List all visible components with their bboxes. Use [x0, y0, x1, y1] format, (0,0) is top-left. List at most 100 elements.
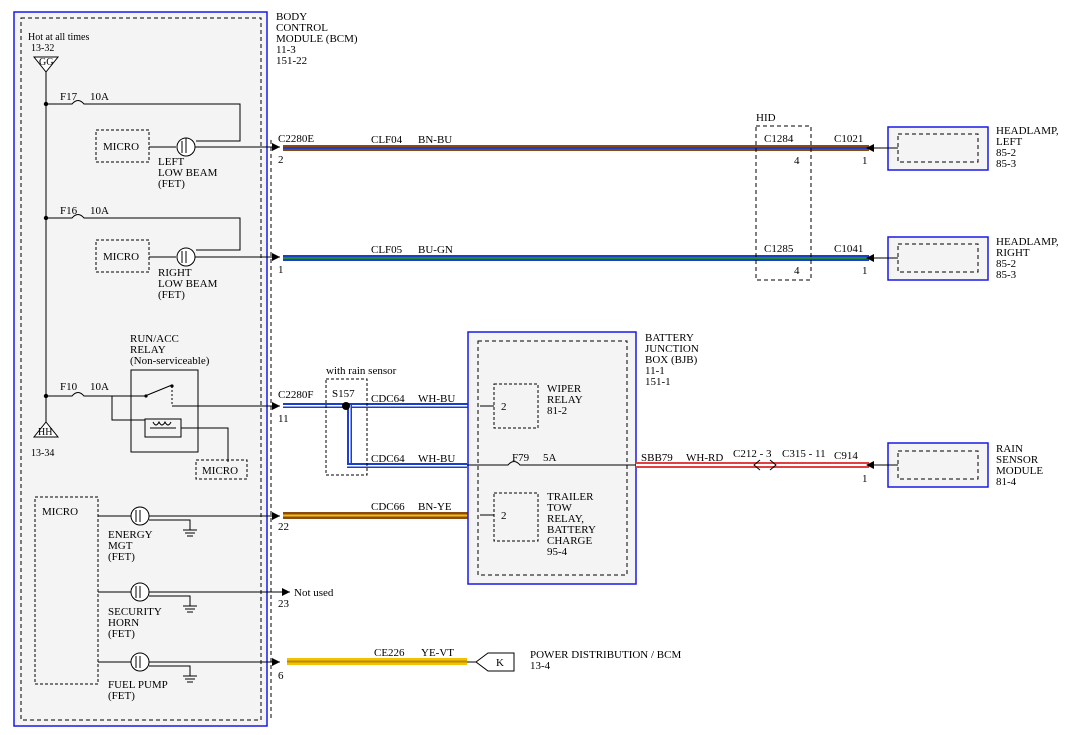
svg-text:CDC64: CDC64: [371, 453, 405, 465]
svg-text:85-3: 85-3: [996, 158, 1017, 170]
svg-text:HEADLAMP,: HEADLAMP,: [996, 236, 1059, 248]
wire-ce226: [287, 658, 467, 665]
svg-text:BN-BU: BN-BU: [418, 134, 452, 146]
svg-text:6: 6: [278, 670, 284, 682]
headlamp-right-label: HEADLAMP, RIGHT 85-2 85-3: [996, 236, 1059, 281]
wiper-relay-label: WIPER RELAY 81-2: [547, 383, 583, 417]
svg-text:F17: F17: [60, 91, 78, 103]
security-fet-icon: [130, 582, 150, 602]
svg-text:1: 1: [278, 264, 284, 276]
svg-text:151-22: 151-22: [276, 55, 307, 67]
s157-label: S157: [332, 388, 355, 400]
svg-text:SENSOR: SENSOR: [996, 454, 1039, 466]
bcm-title: BODY CONTROL MODULE (BCM) 11-3 151-22: [276, 11, 358, 67]
svg-text:(FET): (FET): [108, 551, 135, 563]
hid-label: HID: [756, 112, 776, 124]
hh-label: HH: [38, 427, 52, 438]
f10-fuse: [46, 392, 145, 421]
svg-text:CLF04: CLF04: [371, 134, 403, 146]
svg-text:YE-VT: YE-VT: [421, 647, 454, 659]
svg-text:HORN: HORN: [108, 617, 139, 629]
svg-text:K: K: [496, 657, 504, 669]
svg-text:CHARGE: CHARGE: [547, 535, 593, 547]
svg-text:LEFT: LEFT: [158, 156, 185, 168]
f17-fuse: [46, 100, 241, 142]
svg-text:10A: 10A: [90, 205, 109, 217]
svg-text:RELAY: RELAY: [547, 394, 583, 406]
s157-splice-box: [325, 378, 368, 476]
svg-text:151-1: 151-1: [645, 376, 671, 388]
svg-text:2: 2: [278, 154, 284, 166]
svg-text:C1285: C1285: [764, 243, 794, 255]
wire-sbb79: [636, 462, 869, 468]
svg-text:BN-YE: BN-YE: [418, 501, 452, 513]
svg-text:JUNCTION: JUNCTION: [645, 343, 699, 355]
svg-text:1: 1: [862, 155, 868, 167]
wiper-relay-box: [493, 383, 539, 429]
svg-text:TRAILER: TRAILER: [547, 491, 594, 503]
svg-text:BATTERY: BATTERY: [547, 524, 596, 536]
svg-text:FUEL PUMP: FUEL PUMP: [108, 679, 168, 691]
svg-text:WIPER: WIPER: [547, 383, 582, 395]
svg-text:CDC64: CDC64: [371, 393, 405, 405]
hot-label: Hot at all times: [28, 32, 89, 43]
security-fet-label: SECURITY HORN (FET): [108, 606, 162, 640]
svg-text:MGT: MGT: [108, 540, 133, 552]
svg-text:C914: C914: [834, 450, 858, 462]
with-rain-sensor-label: with rain sensor: [326, 365, 397, 377]
svg-text:LOW BEAM: LOW BEAM: [158, 167, 218, 179]
svg-text:(FET): (FET): [158, 178, 185, 190]
bjb-title: BATTERY JUNCTION BOX (BJB) 11-1 151-1: [645, 332, 699, 388]
svg-text:C1021: C1021: [834, 133, 863, 145]
f79-fuse: [467, 461, 640, 466]
svg-text:F79: F79: [512, 452, 530, 464]
hh-connector-icon: [32, 421, 60, 438]
left-fet-icon: [176, 137, 196, 157]
gg-label: GG: [39, 57, 53, 68]
svg-text:RELAY,: RELAY,: [547, 513, 584, 525]
not-used-label: Not used: [294, 587, 334, 599]
wire-cdc64-a: [283, 403, 495, 468]
svg-text:(FET): (FET): [158, 289, 185, 301]
wire-clf05: [283, 255, 869, 261]
rain-sensor-module: [887, 442, 989, 488]
svg-text:C1284: C1284: [764, 133, 794, 145]
svg-text:13-4: 13-4: [530, 660, 551, 672]
svg-text:MICRO: MICRO: [202, 465, 238, 477]
bjb-module-box: [467, 331, 637, 585]
svg-text:22: 22: [278, 521, 289, 533]
svg-text:WH-BU: WH-BU: [418, 393, 455, 405]
relay-label: RUN/ACC RELAY (Non-serviceable): [130, 333, 210, 367]
svg-text:CE226: CE226: [374, 647, 405, 659]
svg-text:5A: 5A: [543, 452, 557, 464]
svg-text:MODULE (BCM): MODULE (BCM): [276, 33, 358, 45]
svg-text:85-3: 85-3: [996, 269, 1017, 281]
svg-text:CDC66: CDC66: [371, 501, 405, 513]
svg-text:MICRO: MICRO: [42, 506, 78, 518]
wire-clf04: [283, 145, 869, 151]
svg-text:LOW BEAM: LOW BEAM: [158, 278, 218, 290]
svg-text:C1041: C1041: [834, 243, 863, 255]
svg-text:C315 - 11: C315 - 11: [782, 448, 826, 460]
svg-text:10A: 10A: [90, 381, 109, 393]
c2280e-label: C2280E: [278, 133, 314, 145]
svg-text:C212 - 3: C212 - 3: [733, 448, 772, 460]
power-dist-label: POWER DISTRIBUTION / BCM: [530, 649, 681, 661]
svg-text:SBB79: SBB79: [641, 452, 673, 464]
svg-text:CONTROL: CONTROL: [276, 22, 328, 34]
hh-ref: 13-34: [31, 448, 54, 459]
fuel-fet-label: FUEL PUMP (FET): [108, 679, 168, 702]
svg-text:RIGHT: RIGHT: [158, 267, 192, 279]
svg-text:HEADLAMP,: HEADLAMP,: [996, 125, 1059, 137]
fuel-fet-icon: [130, 652, 150, 672]
svg-text:85-2: 85-2: [996, 147, 1016, 159]
f16-fuse: [46, 214, 241, 251]
headlamp-right-module: [887, 236, 989, 281]
svg-text:4: 4: [794, 155, 800, 167]
svg-text:LEFT: LEFT: [996, 136, 1023, 148]
svg-text:(FET): (FET): [108, 690, 135, 702]
svg-text:WH-RD: WH-RD: [686, 452, 723, 464]
svg-text:(FET): (FET): [108, 628, 135, 640]
trailer-tow-relay-label: TRAILER TOW RELAY, BATTERY CHARGE 95-4: [547, 491, 596, 558]
